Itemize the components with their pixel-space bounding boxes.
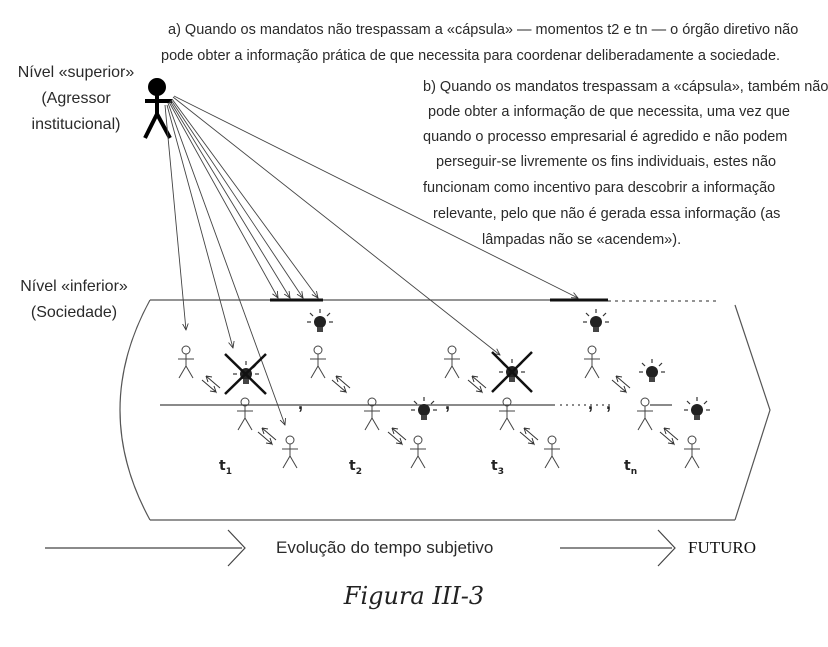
lower-level-line2: (Sociedade) xyxy=(30,304,118,321)
svg-text:,: , xyxy=(588,393,593,413)
mandate-arrows xyxy=(164,95,578,425)
time-label-t1: t1 xyxy=(219,458,232,477)
lower-level-label: Nível «inferior» (Sociedade) xyxy=(4,274,144,326)
note-b-line: pode obter a informação de que necessita… xyxy=(428,104,790,120)
time-flow-arrows xyxy=(45,529,676,567)
svg-text:,: , xyxy=(606,393,611,413)
note-b-line: funcionam como incentivo para descobrir … xyxy=(423,180,776,196)
future-label: FUTURO xyxy=(688,538,757,557)
note-b-line: b) Quando os mandatos trespassam a «cáps… xyxy=(423,79,828,95)
note-a-line1: a) Quando os mandatos não trespassam a «… xyxy=(168,22,799,38)
upper-level-line3: institucional) xyxy=(31,116,121,133)
upper-level-label: Nível «superior» (Agressor institucional… xyxy=(6,60,146,138)
time-arrow-label: Evolução do tempo subjetivo xyxy=(276,538,494,557)
note-b-line: perseguir-se livremente os fins individu… xyxy=(436,154,777,170)
crossed-bulbs xyxy=(224,351,533,395)
time-label-t2: t2 xyxy=(349,458,362,477)
time-label-t3: t3 xyxy=(491,458,504,477)
upper-level-line2: (Agressor xyxy=(41,90,111,107)
lower-level-line1: Nível «inferior» xyxy=(20,278,128,295)
time-label-tn: tn xyxy=(624,458,638,477)
axis-separators: , , , , xyxy=(298,393,611,413)
note-b-line: quando o processo empresarial é agredido… xyxy=(423,129,788,145)
aggressor-figure xyxy=(143,78,172,139)
upper-level-line1: Nível «superior» xyxy=(17,64,135,81)
note-b-line: lâmpadas não se «acendem»). xyxy=(482,232,682,248)
svg-text:,: , xyxy=(298,393,303,413)
note-b-line: relevante, pelo que não é gerada essa in… xyxy=(433,206,781,222)
figure-caption: Figura III-3 xyxy=(343,582,485,610)
capsule-outline xyxy=(119,299,771,521)
lit-bulbs xyxy=(306,308,711,421)
svg-text:,: , xyxy=(445,393,450,413)
note-a-line2: pode obter a informação prática de que n… xyxy=(161,48,781,64)
